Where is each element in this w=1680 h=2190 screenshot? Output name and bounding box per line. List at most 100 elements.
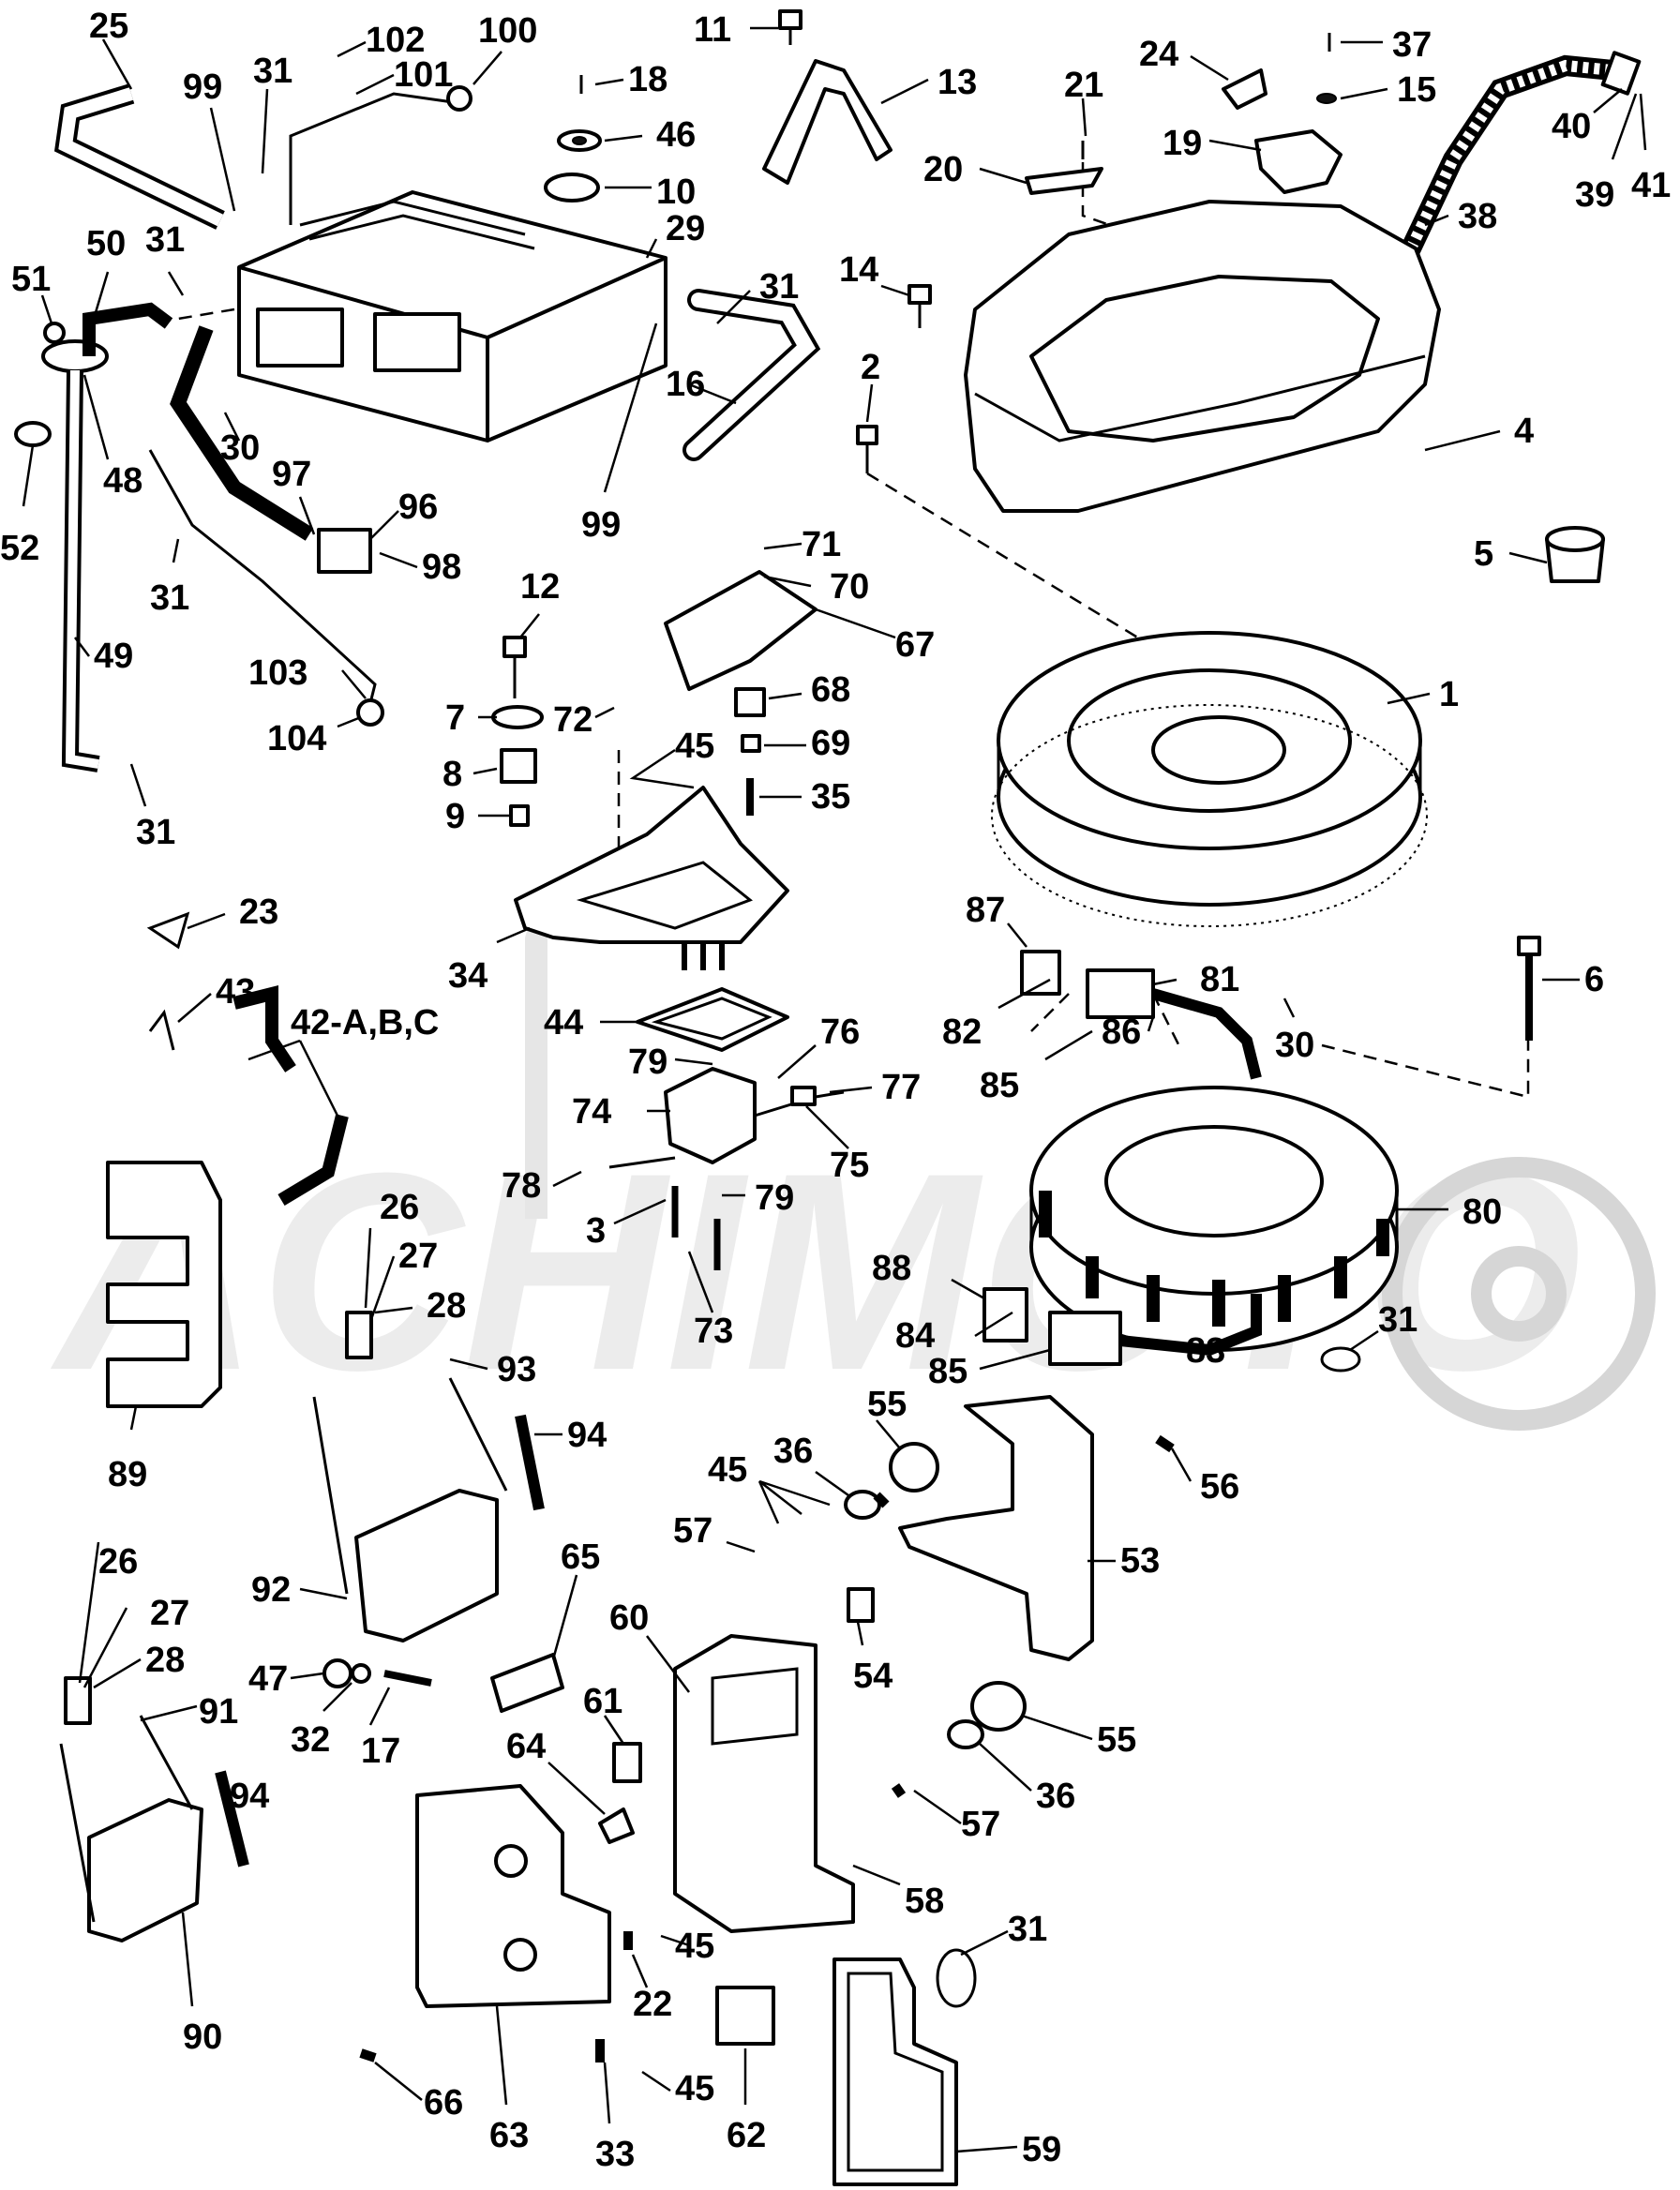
grommet-55a — [889, 1442, 939, 1492]
leader-lines — [22, 26, 1647, 2153]
callout-44: 44 — [544, 1003, 583, 1042]
callout-31-f: 31 — [1378, 1300, 1418, 1340]
grommet-10 — [544, 172, 600, 202]
wire-103 — [148, 449, 377, 704]
callout-90: 90 — [183, 2018, 222, 2057]
callout-88: 88 — [872, 1249, 911, 1288]
leader-33 — [603, 2062, 611, 2124]
callout-11: 11 — [694, 10, 731, 50]
callout-104: 104 — [267, 719, 326, 758]
callout-31-d: 31 — [150, 578, 189, 618]
callout-6: 6 — [1584, 960, 1604, 999]
callout-26-b: 26 — [98, 1542, 138, 1582]
terminal-40 — [1600, 51, 1642, 96]
leader-78 — [552, 1170, 582, 1188]
leader-31a — [261, 88, 269, 174]
seal-88 — [982, 1287, 1028, 1342]
seal-87 — [1020, 950, 1061, 996]
bolt-17 — [383, 1670, 432, 1687]
leader-88 — [951, 1278, 985, 1300]
bracket-67 — [664, 570, 818, 691]
leader-13 — [880, 78, 929, 105]
gasket-59 — [832, 1958, 958, 2186]
callout-65: 65 — [561, 1538, 600, 1577]
harness-83 — [1119, 1294, 1262, 1357]
callout-25: 25 — [89, 7, 128, 46]
leader-29 — [645, 238, 658, 259]
callout-12: 12 — [520, 567, 560, 607]
leader-30a — [223, 412, 241, 442]
callout-58: 58 — [905, 1882, 944, 1921]
leader-54 — [856, 1621, 864, 1646]
clamp-24 — [1222, 68, 1268, 110]
callout-57: 57 — [673, 1511, 712, 1551]
cover-lip — [974, 354, 1426, 442]
callout-10: 10 — [656, 172, 696, 212]
callout-96: 96 — [398, 488, 438, 527]
leader-27a — [368, 1255, 396, 1323]
leader-89 — [129, 1405, 138, 1431]
leader-19 — [1208, 139, 1262, 152]
leader-58 — [852, 1864, 901, 1886]
boot-42a — [232, 985, 296, 1072]
leader-91 — [140, 1704, 198, 1722]
clip-43 — [148, 1009, 175, 1051]
watermark-hub-icon — [1471, 1246, 1567, 1342]
callout-85-b: 85 — [928, 1352, 968, 1391]
fuse-box-slots — [711, 1667, 799, 1746]
washer-15 — [1316, 93, 1337, 104]
callout-9: 9 — [445, 797, 465, 836]
leader-8 — [472, 767, 498, 775]
ring-terminal-100 — [446, 85, 472, 112]
callout-103: 103 — [248, 653, 308, 693]
leader-87 — [1007, 922, 1028, 948]
callout-60: 60 — [609, 1598, 649, 1638]
leader-67 — [815, 608, 896, 639]
leader-25 — [101, 38, 133, 90]
callout-49: 49 — [94, 637, 133, 676]
washer-46-hole — [572, 136, 587, 145]
callout-14: 14 — [839, 250, 878, 290]
leader-34 — [496, 926, 531, 944]
callout-31-c: 31 — [759, 267, 799, 307]
screw-11-head — [778, 9, 802, 30]
leader-28b — [93, 1658, 142, 1689]
bracket-53 — [898, 1395, 1094, 1661]
leader-85b — [979, 1348, 1051, 1371]
leader-57b — [913, 1789, 962, 1825]
callout-2: 2 — [861, 348, 880, 387]
retainer-19 — [1254, 129, 1342, 194]
callout-99: 99 — [183, 68, 222, 107]
callout-69: 69 — [811, 724, 850, 763]
screw-66 — [359, 2048, 377, 2062]
leader-70 — [763, 575, 812, 588]
leader-99a — [209, 107, 236, 212]
callout-22: 22 — [633, 1985, 672, 2024]
leader-72 — [594, 706, 615, 719]
ecu-module-29 — [237, 190, 668, 442]
callout-37: 37 — [1392, 25, 1432, 65]
screw-57a — [873, 1492, 890, 1508]
callout-48: 48 — [103, 461, 142, 501]
parts — [14, 9, 1642, 2186]
clamp-31-bottom — [936, 1948, 977, 2008]
leader-99b — [603, 322, 658, 493]
leader-27b — [82, 1607, 128, 1688]
callout-91: 91 — [199, 1692, 238, 1732]
ring-terminal-104 — [356, 698, 384, 727]
bracket-34-pins — [682, 942, 725, 970]
leader-26b — [78, 1541, 100, 1684]
callout-55: 55 — [867, 1385, 907, 1424]
leader-18 — [594, 78, 624, 86]
callout-93: 93 — [497, 1350, 536, 1389]
callout-102: 102 — [366, 21, 425, 60]
ground-wire-100 — [289, 92, 460, 225]
flywheel-1 — [991, 631, 1428, 927]
harness-97 — [170, 325, 314, 541]
callout-30: 30 — [220, 428, 260, 468]
bracket-34 — [514, 786, 789, 944]
callout-70: 70 — [830, 567, 869, 607]
callout-59: 59 — [1022, 2130, 1061, 2169]
callout-42: 42-A,B,C — [291, 1003, 439, 1042]
